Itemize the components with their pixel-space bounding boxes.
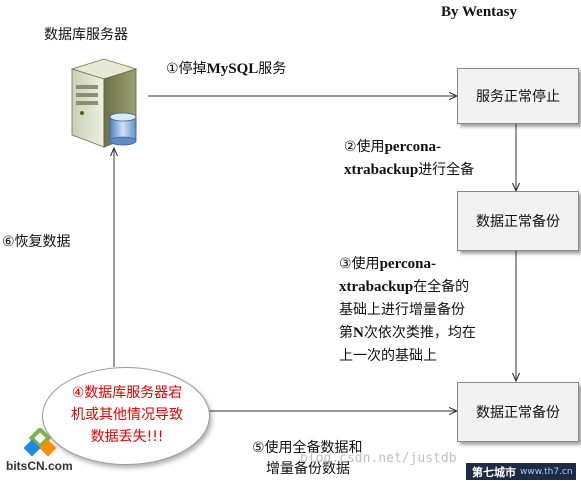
bitscn-logo-text: bitsCN.com — [6, 459, 73, 473]
data-loss-ellipse — [42, 367, 210, 465]
site-badge: 第七城市 www.th7.cn — [466, 463, 576, 480]
step3-label: ③使用percona- xtrabackup在全备的 基础上进行增量备份 第N次… — [339, 256, 476, 364]
data-loss-text: ④数据库服务器宕 机或其他情况导致 数据丢失!!! — [71, 385, 183, 445]
step2-label: ②使用percona- xtrabackup进行全备 — [344, 139, 475, 178]
step5-label: ⑤使用全备数据和 增量备份数据 — [252, 440, 363, 477]
database-server-icon — [70, 58, 138, 148]
full-backup-box: 数据正常备份 — [457, 191, 579, 251]
site-badge-sub: www.th7.cn — [520, 466, 573, 477]
step6-label: ⑥恢复数据 — [2, 234, 71, 250]
server-label: 数据库服务器 — [44, 27, 128, 43]
author-label: By Wentasy — [441, 4, 517, 20]
bitscn-logo-icon — [24, 428, 57, 457]
incremental-backup-box: 数据正常备份 — [457, 382, 579, 442]
incremental-backup-label: 数据正常备份 — [476, 405, 560, 421]
service-stopped-label: 服务正常停止 — [476, 89, 560, 105]
step1-label: ①停掉MySQL服务 — [166, 61, 287, 77]
site-badge-main: 第七城市 — [472, 465, 516, 479]
service-stopped-box: 服务正常停止 — [457, 68, 579, 124]
full-backup-label: 数据正常备份 — [476, 214, 560, 230]
blog-watermark: blog.csdn.net/justdb — [300, 451, 457, 466]
